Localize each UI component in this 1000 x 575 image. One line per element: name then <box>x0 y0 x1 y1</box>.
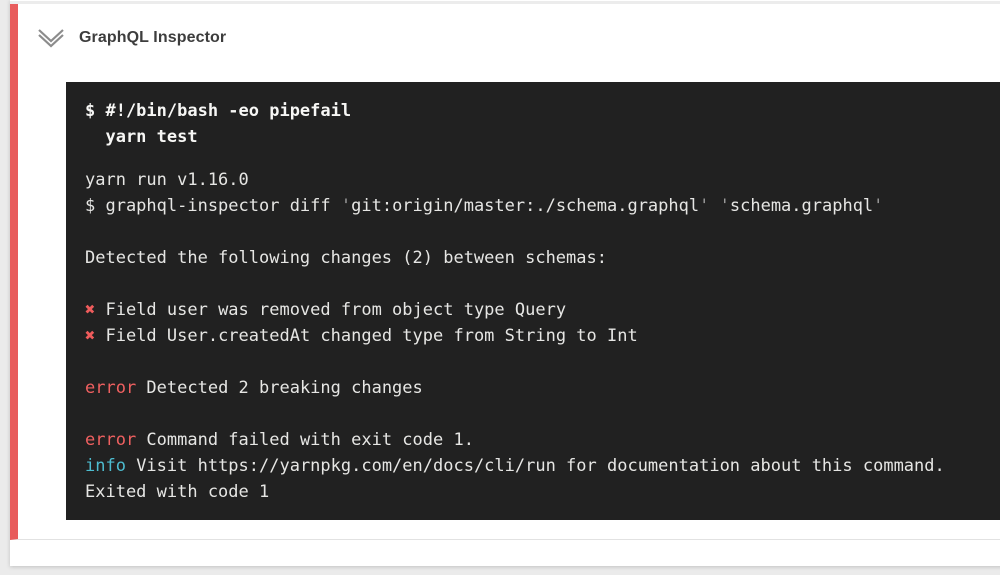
terminal-segment-plain <box>709 196 719 216</box>
terminal-log-line: error Command failed with exit code 1. <box>85 427 1000 453</box>
terminal-segment-dim: ' <box>719 196 730 216</box>
terminal-segment-plain: schema.graphql <box>729 196 874 216</box>
step-row-graphql-inspector: GraphQL Inspector $ #!/bin/bash -eo pipe… <box>10 4 1000 540</box>
terminal-segment-dim: ' <box>699 196 710 216</box>
terminal-log-line: yarn run v1.16.0 <box>85 167 1000 193</box>
terminal-segment-plain: $ graphql-inspector diff <box>85 196 341 216</box>
terminal-log-line: Exited with code 1 <box>85 479 1000 505</box>
terminal-log-line <box>85 219 1000 245</box>
terminal-segment-dim: ' <box>873 196 884 216</box>
terminal-segment-cross: ✖ <box>85 326 96 346</box>
terminal-segment-plain: yarn run v1.16.0 <box>85 170 249 190</box>
terminal-command-line: $ #!/bin/bash -eo pipefail <box>85 101 352 121</box>
terminal-segment-error: error <box>85 430 137 450</box>
terminal-segment-plain: Field User.createdAt changed type from S… <box>95 326 638 346</box>
terminal-segment-plain: Exited with code 1 <box>85 482 270 502</box>
terminal-log-line <box>85 349 1000 375</box>
terminal-log-line: ✖ Field user was removed from object typ… <box>85 297 1000 323</box>
terminal-command: $ #!/bin/bash -eo pipefail yarn test <box>85 98 1000 150</box>
terminal-log-line <box>85 271 1000 297</box>
terminal-segment-plain: Detected the following changes (2) betwe… <box>85 248 607 268</box>
terminal-log-line <box>85 401 1000 427</box>
terminal-log-line: Detected the following changes (2) betwe… <box>85 245 1000 271</box>
build-output-card: GraphQL Inspector $ #!/bin/bash -eo pipe… <box>10 0 1000 566</box>
terminal-segment-plain: Field user was removed from object type … <box>95 300 567 320</box>
terminal-segment-plain: Visit https://yarnpkg.com/en/docs/cli/ru… <box>125 456 945 476</box>
terminal-segment-info: info <box>85 456 126 476</box>
collapse-double-chevron-icon[interactable] <box>36 26 66 50</box>
terminal-segment-plain: Command failed with exit code 1. <box>136 430 474 450</box>
terminal-segment-dim: ' <box>340 196 352 216</box>
terminal-log-line: info Visit https://yarnpkg.com/en/docs/c… <box>85 453 1000 479</box>
terminal-log-line: ✖ Field User.createdAt changed type from… <box>85 323 1000 349</box>
terminal-log-line: $ graphql-inspector diff 'git:origin/mas… <box>85 193 1000 219</box>
terminal-log: yarn run v1.16.0 $ graphql-inspector diff… <box>85 167 1000 505</box>
terminal-segment-plain: Detected 2 breaking changes <box>136 378 423 398</box>
step-title: GraphQL Inspector <box>79 29 227 46</box>
step-divider <box>10 1 1000 4</box>
step-header[interactable]: GraphQL Inspector <box>36 26 226 50</box>
terminal-log-line: error Detected 2 breaking changes <box>85 375 1000 401</box>
terminal-output: $ #!/bin/bash -eo pipefail yarn test yar… <box>66 82 1000 520</box>
terminal-segment-error: error <box>85 378 137 398</box>
terminal-segment-plain: git:origin/master:./schema.graphql <box>351 196 700 216</box>
terminal-command-line: yarn test <box>85 127 198 147</box>
terminal-segment-cross: ✖ <box>85 300 96 320</box>
